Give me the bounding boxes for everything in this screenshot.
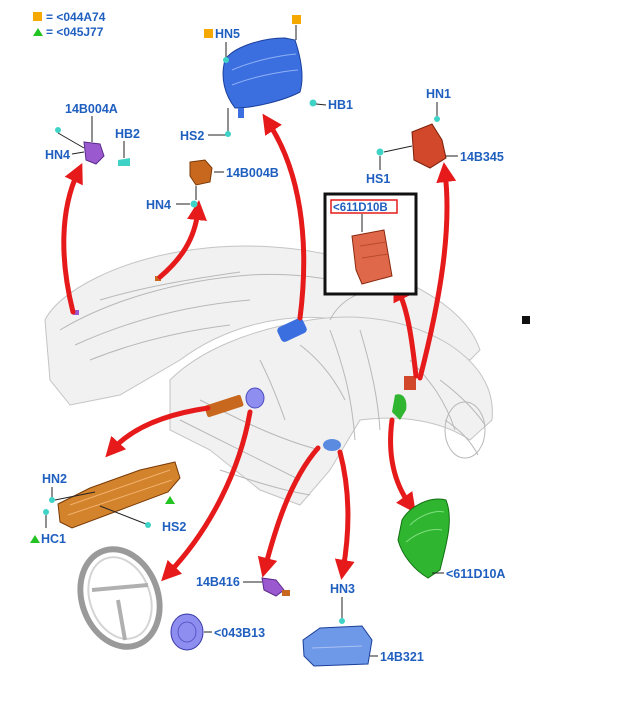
label-hn4-left: HN4	[45, 148, 70, 162]
legend-square-label: = <044A74	[46, 10, 106, 24]
label-hs2-top: HS2	[180, 129, 204, 143]
sensor-14b416-connector	[282, 590, 290, 596]
arrow-to-14b416	[257, 445, 321, 578]
hc1-clip-icon	[43, 509, 49, 515]
legend-triangle-label: = <045J77	[46, 25, 104, 39]
sensor-14b416: 14B416	[196, 575, 290, 597]
hc1-legend-triangle-icon	[30, 535, 40, 543]
installed-passenger-airbag	[277, 318, 307, 342]
knee-airbag-module: HN2 HC1 HS2	[30, 461, 186, 546]
steering-wheel-rim	[77, 546, 163, 650]
legend-square-icon	[33, 12, 42, 21]
arrow-to-seat-airbag	[388, 417, 416, 514]
label-hn4-mid: HN4	[146, 198, 171, 212]
arrow-to-14b004b	[157, 200, 207, 280]
label-hc1: HC1	[41, 532, 66, 546]
sensor-14b345-body	[411, 123, 447, 169]
installed-side-sensor	[73, 310, 79, 315]
label-14b004b: 14B004B	[226, 166, 279, 180]
installed-restraint-module	[323, 439, 341, 451]
sensor-14b004a-body	[83, 141, 105, 165]
hn3-nut-icon	[339, 618, 345, 624]
passenger-airbag-housing	[222, 37, 303, 109]
label-611d10a: <611D10A	[446, 567, 505, 581]
vehicle-body	[44, 245, 493, 506]
arrow-to-passenger-airbag	[262, 113, 307, 321]
arrow-to-14b321	[334, 449, 355, 580]
label-hs1: HS1	[366, 172, 390, 186]
sensor-14b416-body	[261, 577, 285, 597]
installed-knee-airbag	[204, 394, 244, 418]
hb2-connector-icon	[118, 158, 130, 166]
hs2-bottom-bolt-icon	[145, 522, 151, 528]
module-14b321-body	[302, 625, 373, 667]
hn5-bolt-icon	[223, 57, 229, 63]
arrow-to-14b004a	[61, 162, 83, 315]
steering-wheel-assembly: <043B13	[77, 546, 265, 651]
sensor-14b345: HN1 14B345 HS1	[366, 87, 504, 186]
label-hn1: HN1	[426, 87, 451, 101]
sensor-14b004b: 14B004B HN4	[146, 159, 279, 212]
label-hn2: HN2	[42, 472, 67, 486]
module-611d10b-label-box	[330, 199, 398, 214]
label-hn5: HN5	[215, 27, 240, 41]
module-611d10b-body	[351, 229, 393, 285]
seat-airbag-611d10a: <611D10A	[397, 498, 505, 581]
passenger-airbag-module: HN5 HB1 HS2	[180, 15, 353, 143]
sensor-14b004b-body	[189, 159, 213, 186]
installed-seat-airbag	[392, 394, 407, 420]
label-14b416: 14B416	[196, 575, 240, 589]
arrow-to-steering-wheel	[161, 409, 253, 582]
hn4-mid-nut-icon	[190, 200, 198, 208]
installed-occupancy-module	[404, 376, 416, 390]
arrow-to-14b345	[417, 162, 457, 381]
hb1-bolt-icon	[309, 99, 317, 107]
hn1-nut-icon	[434, 116, 440, 122]
installed-components	[73, 276, 416, 451]
reference-marker	[522, 316, 530, 324]
seat-airbag-body	[397, 498, 450, 579]
label-14b345: 14B345	[460, 150, 504, 164]
arrow-to-knee-airbag	[105, 405, 211, 458]
label-hb2: HB2	[115, 127, 140, 141]
hs1-bolt-icon	[376, 148, 384, 156]
label-14b004a: 14B004A	[65, 102, 118, 116]
knee-airbag-legend-triangle-icon	[165, 496, 175, 504]
module-14b321: HN3 14B321	[302, 582, 424, 667]
legend-triangle-icon	[33, 28, 43, 36]
red-arrows	[61, 113, 457, 582]
hn4-left-nut-icon	[55, 127, 61, 133]
installed-driver-airbag	[245, 387, 265, 409]
driver-airbag-module	[170, 613, 204, 651]
label-hb1: HB1	[328, 98, 353, 112]
label-hn3: HN3	[330, 582, 355, 596]
hs2-top-bolt-icon	[225, 131, 231, 137]
hn5-legend-square-icon	[204, 29, 213, 38]
label-hs2-bottom: HS2	[162, 520, 186, 534]
knee-airbag-body	[57, 461, 181, 529]
passenger-airbag-legend-square-icon	[292, 15, 301, 24]
arrow-to-611d10b	[393, 281, 419, 379]
label-611d10b: <611D10B	[333, 202, 388, 214]
label-043b13: <043B13	[214, 626, 265, 640]
label-14b321: 14B321	[380, 650, 424, 664]
legend: = <044A74 = <045J77	[33, 10, 106, 39]
hn2-nut-icon	[49, 497, 55, 503]
passenger-airbag-bracket	[238, 108, 244, 118]
module-611d10b-callout: <611D10B	[323, 192, 418, 296]
sensor-14b004a: 14B004A HB2 HN4	[45, 102, 140, 166]
